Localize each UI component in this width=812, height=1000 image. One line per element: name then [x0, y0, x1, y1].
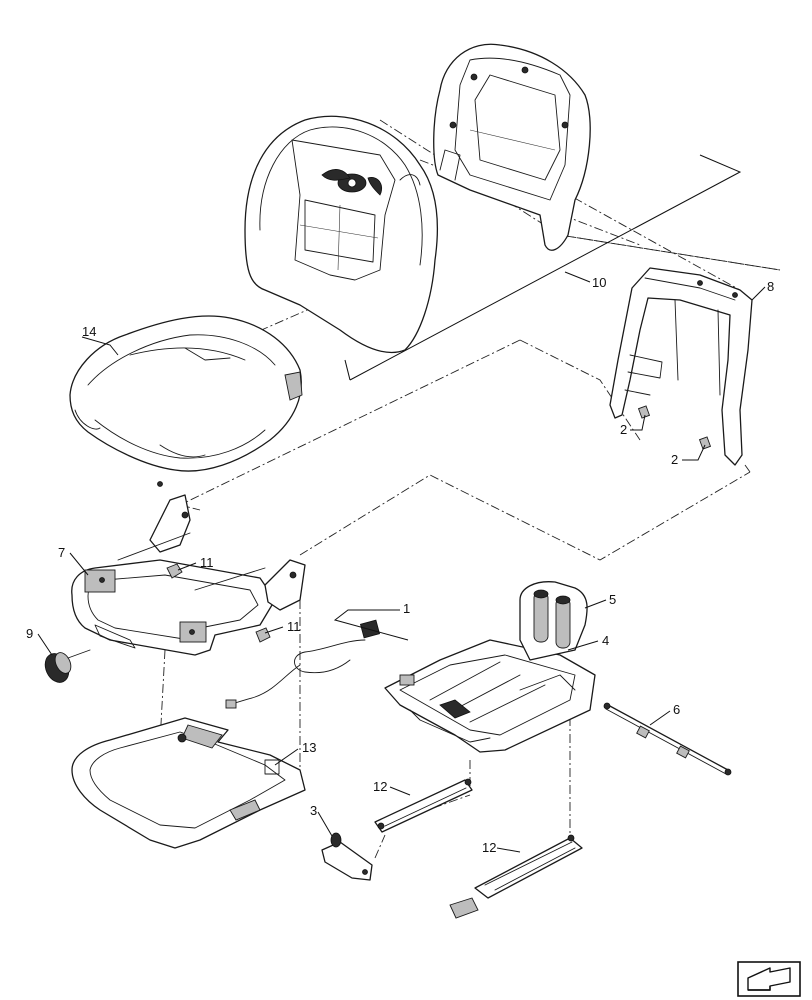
- callout-7: 7: [58, 545, 65, 560]
- arrow-navigation-icon[interactable]: [737, 961, 801, 997]
- callout-11-lower: 11: [287, 619, 301, 634]
- callout-11-upper: 11: [200, 555, 214, 570]
- fastener: [157, 481, 163, 487]
- backrest-emblem: [321, 169, 383, 196]
- adjustment-knob: [44, 649, 91, 683]
- callout-3: 3: [310, 803, 317, 818]
- callout-2-lower: 2: [671, 452, 678, 467]
- callout-labels: 14 10 8 2 2 7 11 11 9 1 5 4 6 13 12 3 12: [26, 275, 774, 855]
- suspension-mechanism: [384, 581, 596, 753]
- part-10-backrest-assembly-frame: [344, 154, 742, 381]
- release-rod: [603, 702, 732, 776]
- leader-lines: [37, 271, 766, 853]
- backrest-cushion: [244, 115, 438, 354]
- slide-rail-lower: [449, 834, 583, 919]
- mounting-bracket: [321, 832, 373, 881]
- seat-cushion: [69, 315, 303, 472]
- switch-harness: [225, 619, 381, 709]
- nut-11-lower: [255, 627, 271, 643]
- slide-rail-upper: [374, 778, 473, 833]
- callout-13: 13: [302, 740, 316, 755]
- callout-8: 8: [767, 279, 774, 294]
- nut-11-upper: [166, 563, 183, 579]
- callout-1: 1: [403, 601, 410, 616]
- callout-14: 14: [82, 324, 96, 339]
- seat-base-tray: [71, 717, 306, 849]
- callout-10: 10: [592, 275, 606, 290]
- bolt-2-lower: [698, 436, 712, 450]
- callout-2-upper: 2: [620, 422, 627, 437]
- seat-pan-frame: [71, 494, 306, 656]
- callout-5: 5: [609, 592, 616, 607]
- backrest-rear-cover: [433, 43, 591, 251]
- callout-9: 9: [26, 626, 33, 641]
- backrest-frame: [609, 267, 753, 466]
- callout-12-lower: 12: [482, 840, 496, 855]
- callout-12-upper: 12: [373, 779, 387, 794]
- callout-4: 4: [602, 633, 609, 648]
- bolt-2-upper: [637, 405, 651, 419]
- callout-6: 6: [673, 702, 680, 717]
